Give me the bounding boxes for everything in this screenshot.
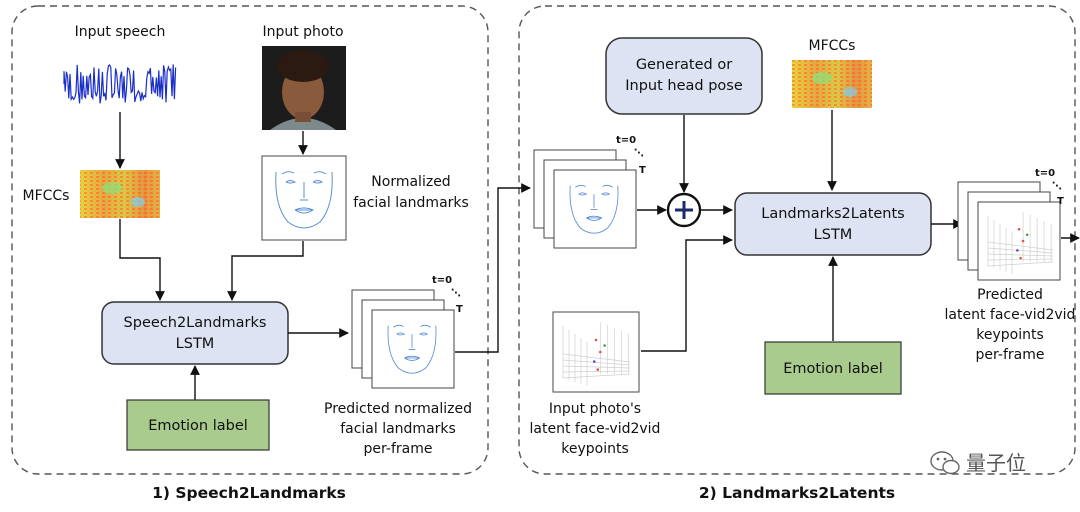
predicted-kp-label-2: latent face-vid2vid	[945, 307, 1076, 323]
panel1-frame	[11, 5, 489, 475]
predicted-keypoints-stack	[957, 181, 1061, 281]
mfccs-label-2: MFCCs	[809, 38, 856, 54]
input-keypoints-plot	[552, 311, 640, 393]
head-pose-box	[605, 37, 763, 115]
head-pose-label-2: Input head pose	[625, 78, 743, 94]
predicted-normalized-label-1: Predicted normalized	[324, 401, 472, 417]
emotion-label-box-1	[126, 399, 270, 451]
emotion-label-box-2	[764, 341, 902, 395]
t0-label-2: t=0	[616, 135, 636, 146]
waveform-icon	[63, 64, 177, 104]
ellipsis-2: ⋱	[634, 148, 644, 159]
watermark-text: 量子位	[966, 451, 1026, 475]
landmarks2latents-lstm-box	[734, 192, 932, 256]
input-photo-label: Input photo	[262, 24, 343, 40]
predicted-normalized-label-3: per-frame	[364, 441, 433, 457]
emotion-label-text-1: Emotion label	[148, 418, 248, 434]
mfcc-spectrogram-2	[792, 60, 872, 108]
predicted-kp-label-1: Predicted	[977, 287, 1043, 303]
ellipsis-3: ⋱	[1052, 181, 1062, 192]
photo-kp-label-1: Input photo's	[549, 401, 641, 417]
normalized-landmarks-image	[261, 155, 347, 241]
normalized-label-1: Normalized	[371, 174, 450, 190]
photo-kp-label-3: keypoints	[561, 441, 629, 457]
speech2landmarks-lstm-subtitle: LSTM	[176, 336, 215, 352]
head-pose-label-1: Generated or	[636, 57, 732, 73]
normalized-label-2: facial landmarks	[353, 195, 469, 211]
landmarks2latents-lstm-subtitle: LSTM	[814, 227, 853, 243]
t0-label-3: t=0	[1035, 168, 1055, 179]
speech2landmarks-lstm-box	[101, 301, 289, 365]
landmarks2latents-lstm-title: Landmarks2Latents	[761, 206, 905, 222]
caption-landmarks2latents: 2) Landmarks2Latents	[699, 484, 895, 502]
predicted-normalized-label-2: facial landmarks	[340, 421, 456, 437]
predicted-landmarks-stack-1	[351, 289, 455, 389]
T-label-2: T	[639, 165, 646, 176]
input-photo-image	[262, 46, 346, 130]
input-landmarks-stack	[533, 149, 637, 249]
T-label-3: T	[1057, 196, 1064, 207]
T-label-1: T	[456, 304, 463, 315]
ellipsis-1: ⋱	[451, 288, 461, 299]
wechat-logo-icon	[930, 451, 960, 475]
plus-icon	[666, 192, 702, 228]
mfccs-label-1: MFCCs	[23, 188, 70, 204]
photo-kp-label-2: latent face-vid2vid	[530, 421, 661, 437]
mfcc-spectrogram-1	[80, 170, 160, 218]
input-speech-label: Input speech	[75, 24, 166, 40]
panel2-frame	[518, 5, 1076, 475]
speech2landmarks-lstm-title: Speech2Landmarks	[124, 315, 267, 331]
predicted-kp-label-3: keypoints	[976, 327, 1044, 343]
caption-speech2landmarks: 1) Speech2Landmarks	[152, 484, 346, 502]
t0-label-1: t=0	[432, 275, 452, 286]
predicted-kp-label-4: per-frame	[976, 347, 1045, 363]
emotion-label-text-2: Emotion label	[783, 361, 883, 377]
